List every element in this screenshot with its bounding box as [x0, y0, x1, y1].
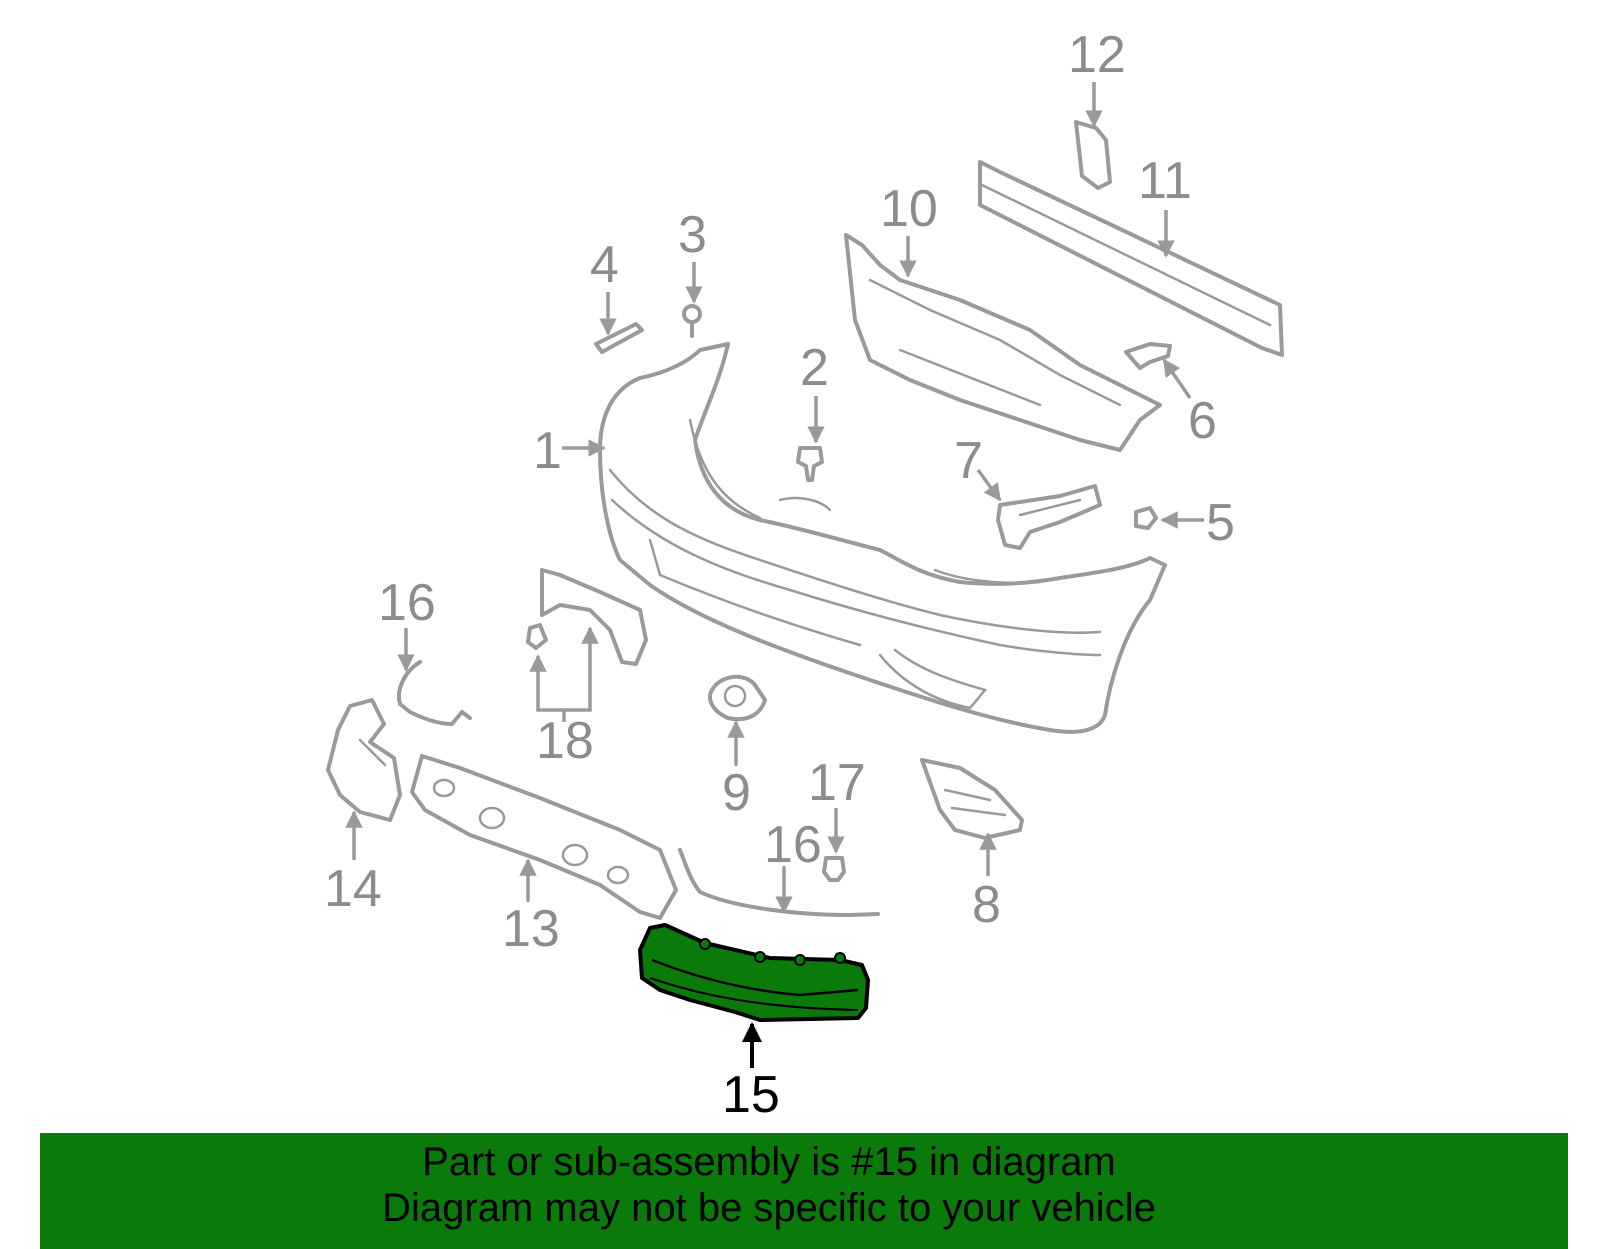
- part-wire-16b[interactable]: [678, 848, 880, 917]
- callout-18: 18: [536, 712, 594, 770]
- callout-16a: 16: [378, 574, 436, 632]
- callout-6: 6: [1188, 392, 1217, 450]
- part-nut-5[interactable]: [1134, 506, 1158, 530]
- callout-12: 12: [1068, 26, 1126, 84]
- callout-11: 11: [1138, 152, 1192, 210]
- part-lamp-9[interactable]: [708, 674, 767, 722]
- callout-15: 15: [722, 1066, 780, 1124]
- callout-9: 9: [722, 764, 751, 822]
- part-clip-17[interactable]: [822, 856, 846, 882]
- info-banner: Part or sub-assembly is #15 in diagram D…: [40, 1133, 1568, 1249]
- banner-line-part: Part or sub-assembly is #15 in diagram: [422, 1140, 1116, 1184]
- callout-2: 2: [800, 339, 829, 397]
- part-molding-13[interactable]: [410, 754, 678, 920]
- part-molding-15-highlighted[interactable]: [638, 923, 870, 1022]
- part-bracket-7[interactable]: [996, 484, 1102, 550]
- callout-1: 1: [533, 422, 562, 480]
- part-retainer-4[interactable]: [594, 322, 644, 354]
- part-clip-2[interactable]: [796, 446, 824, 482]
- callout-labels: 1 2 3 4 5 6 7 8 9 10 11 12 13 14 15 16 1…: [324, 26, 1235, 1124]
- part-grille-8[interactable]: [920, 758, 1024, 840]
- callout-16b: 16: [764, 816, 822, 874]
- part-wire-16a[interactable]: [397, 660, 472, 726]
- part-reinforcement-11[interactable]: [978, 160, 1284, 357]
- callout-8: 8: [972, 876, 1001, 934]
- part-bracket-12[interactable]: [1074, 120, 1112, 190]
- callout-10: 10: [880, 180, 938, 238]
- part-bracket-14[interactable]: [326, 698, 402, 822]
- callout-4: 4: [590, 236, 619, 294]
- part-absorber-10[interactable]: [844, 233, 1162, 452]
- banner-line-disclaimer: Diagram may not be specific to your vehi…: [382, 1186, 1156, 1230]
- part-bracket-18[interactable]: [526, 568, 648, 666]
- callout-3: 3: [678, 206, 707, 264]
- callout-17: 17: [808, 754, 866, 812]
- callout-14: 14: [324, 860, 382, 918]
- part-bracket-6[interactable]: [1124, 342, 1172, 370]
- callout-5: 5: [1206, 494, 1235, 552]
- callout-7: 7: [954, 432, 983, 490]
- part-bumper-cover[interactable]: [598, 342, 1167, 734]
- part-screw-3[interactable]: [682, 304, 702, 338]
- callout-13: 13: [502, 900, 560, 958]
- leader-lines: [345, 82, 1204, 914]
